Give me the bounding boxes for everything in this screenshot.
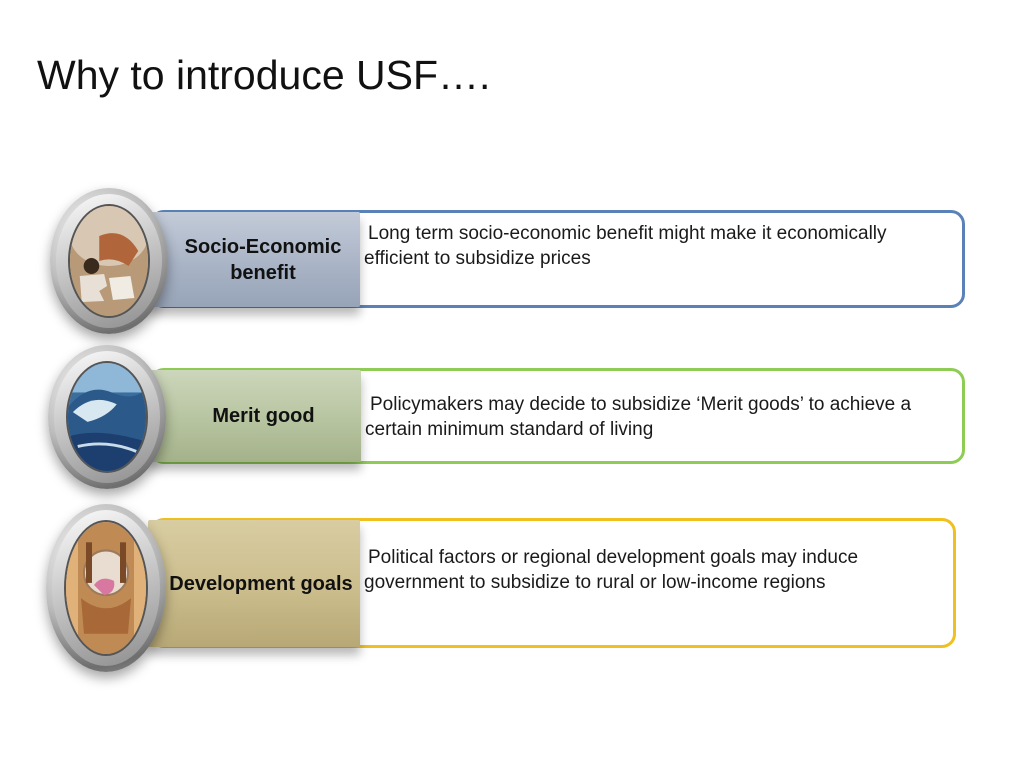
- image-disc: [50, 188, 168, 334]
- description-text: Policymakers may decide to subsidize ‘Me…: [365, 394, 912, 440]
- crystal-ball-hands-icon: [66, 522, 146, 654]
- description-text: Long term socio-economic benefit might m…: [364, 223, 887, 269]
- label-box: Socio-Economic benefit: [148, 212, 360, 307]
- slide-title: Why to introduce USF….: [37, 52, 491, 98]
- label-box: Development goals: [148, 520, 360, 647]
- image-disc: [46, 504, 166, 672]
- label-box: Merit good: [148, 370, 361, 462]
- ocean-wave-icon: [68, 363, 146, 471]
- puzzle-hand-icon: [70, 206, 148, 316]
- image-disc: [48, 345, 166, 489]
- description-text: Political factors or regional developmen…: [364, 547, 859, 593]
